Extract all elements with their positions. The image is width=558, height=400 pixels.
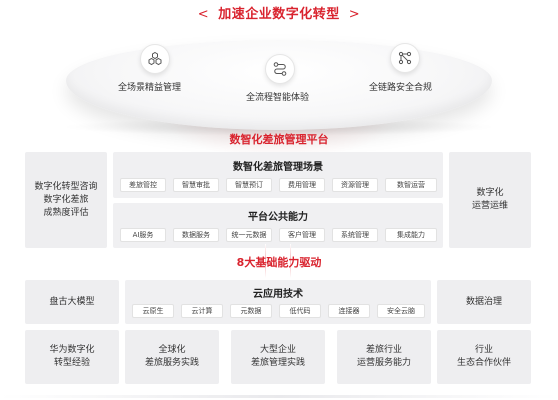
public-capability-title: 平台公共能力 [248,212,308,223]
network-nodes-icon [390,43,420,73]
workflow-icon [265,54,295,84]
capability-chip: 数据服务 [173,228,219,242]
scenario-chip: 数智运营 [385,178,437,192]
scenario-title: 数智化差旅管理场景 [233,162,323,173]
capability-chip: 统一元数据 [226,228,272,242]
cloud-tech-panel: 云应用技术 云原生 云计算 元数据 低代码 连接器 安全云脑 [125,280,431,324]
cloud-chip: 低代码 [279,304,321,318]
bottom-box: 大型企业 差旅管理实践 [231,330,325,384]
scenario-chip: 费用管理 [279,178,325,192]
capability-chip: 集成能力 [385,228,437,242]
hexagon-cluster-icon [140,44,170,74]
bottom-box: 行业 生态合作伙伴 [437,330,531,384]
scenario-chip: 智慧预订 [226,178,272,192]
feature-label-3: 全链路安全合规 [369,83,433,93]
cloud-chip: 云原生 [132,304,174,318]
operations-box: 数字化 运营运维 [449,152,531,248]
bottom-box: 华为数字化 转型经验 [25,330,119,384]
capability-chip: 客户管理 [279,228,325,242]
capability-chip: AI服务 [120,228,166,242]
right-bracket: > [348,7,361,22]
cloud-chip: 元数据 [230,304,272,318]
scenario-chip: 差旅管控 [120,178,166,192]
data-governance-box: 数据治理 [437,280,531,324]
cloud-chip: 云计算 [181,304,223,318]
bottom-box: 差旅行业 运营服务能力 [337,330,431,384]
cloud-tech-title: 云应用技术 [253,289,303,300]
connector-line [290,244,291,278]
scenario-panel: 数智化差旅管理场景 差旅管控 智慧审批 智慧预订 费用管理 资源管理 数智运营 [113,152,443,198]
bottom-box: 全球化 差旅服务实践 [125,330,219,384]
connector-line [265,244,266,278]
drive-title: 8大基础能力驱动 [236,256,322,269]
scenario-chip: 资源管理 [332,178,378,192]
left-bracket: < [197,7,210,22]
capability-chip: 系统管理 [332,228,378,242]
public-capability-panel: 平台公共能力 AI服务 数据服务 统一元数据 客户管理 系统管理 集成能力 [113,203,443,248]
platform-title: 数智化差旅管理平台 [229,133,329,146]
page-title: 加速企业数字化转型 [218,7,340,22]
feature-label-1: 全场景精益管理 [118,83,182,93]
base-line [0,395,558,398]
feature-label-2: 全流程智能体验 [246,93,310,103]
cloud-chip: 安全云脑 [377,304,425,318]
consulting-box: 数字化转型咨询 数字化差旅 成熟度评估 [25,152,107,248]
cloud-chip: 连接器 [328,304,370,318]
header-title-row: < 加速企业数字化转型 > [0,3,558,22]
scenario-chip: 智慧审批 [173,178,219,192]
pangu-model-box: 盘古大模型 [25,280,119,324]
